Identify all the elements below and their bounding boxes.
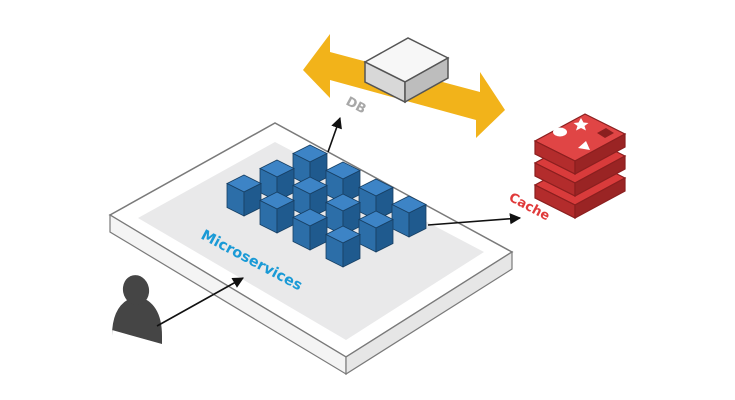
cache-star-glyph: [573, 118, 589, 131]
cache-circle-glyph: [553, 127, 567, 137]
arrow-microservices-to-cache: [427, 213, 522, 226]
db-label: DB: [343, 94, 368, 117]
arrow-microservices-to-db: [327, 116, 342, 153]
service-cube-icon: [358, 210, 394, 253]
service-cube-icon: [325, 161, 361, 204]
service-cube-icon: [325, 193, 361, 236]
cache-square-glyph: [597, 128, 614, 138]
database-server-icon: [363, 37, 450, 104]
user-icon: [112, 275, 162, 344]
service-cube-icon: [325, 225, 361, 268]
arrow-user-to-microservices: [156, 277, 244, 327]
service-cube-icon: [292, 208, 328, 251]
cache-triangle-glyph: [578, 141, 590, 150]
microservices-cluster: [226, 144, 427, 268]
service-cube-icon: [391, 195, 427, 238]
redis-cache-icon: [533, 113, 627, 220]
service-cube-icon: [259, 159, 295, 202]
service-cube-icon: [259, 191, 295, 234]
service-cube-icon: [292, 176, 328, 219]
service-cube-icon: [226, 174, 262, 217]
